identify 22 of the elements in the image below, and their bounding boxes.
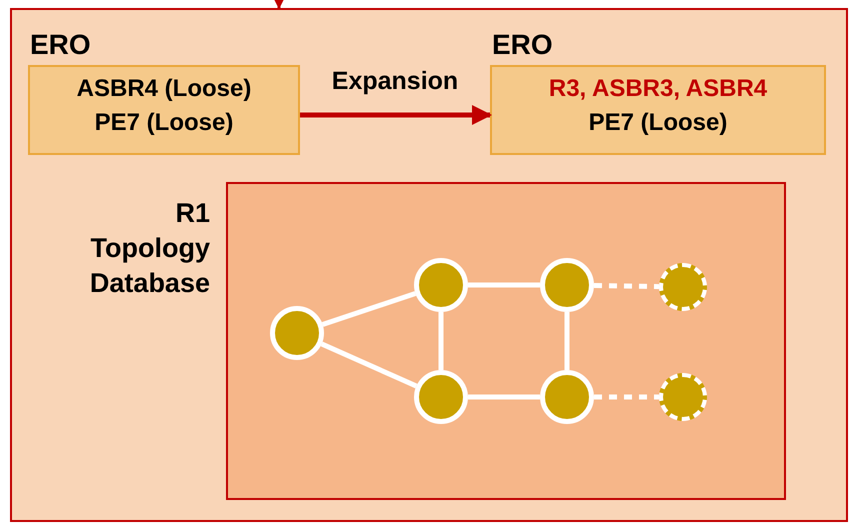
dashed-router-node	[659, 373, 707, 421]
dashed-link	[594, 282, 660, 290]
link-line	[322, 291, 416, 327]
arrow	[300, 105, 492, 125]
arrow	[273, 0, 285, 10]
ero-entry: PE7 (Loose)	[588, 109, 728, 137]
link-line	[564, 312, 570, 370]
link-line	[320, 342, 418, 388]
link-line	[468, 394, 540, 400]
database-heading: R1 Topology Database	[88, 197, 210, 300]
router-node	[270, 306, 324, 360]
dashed-link	[594, 394, 659, 400]
outer-panel	[10, 8, 848, 522]
link-line	[438, 312, 444, 370]
ero-heading: ERO	[30, 29, 91, 61]
ero-heading: ERO	[492, 29, 553, 61]
ero-entry: R3, ASBR3, ASBR4	[548, 75, 768, 103]
link-line	[468, 282, 540, 288]
ero-entry: ASBR4 (Loose)	[76, 75, 252, 103]
dashed-router-node	[659, 263, 707, 311]
ero-entry: PE7 (Loose)	[94, 109, 234, 137]
edge-label: Expansion	[330, 67, 460, 96]
